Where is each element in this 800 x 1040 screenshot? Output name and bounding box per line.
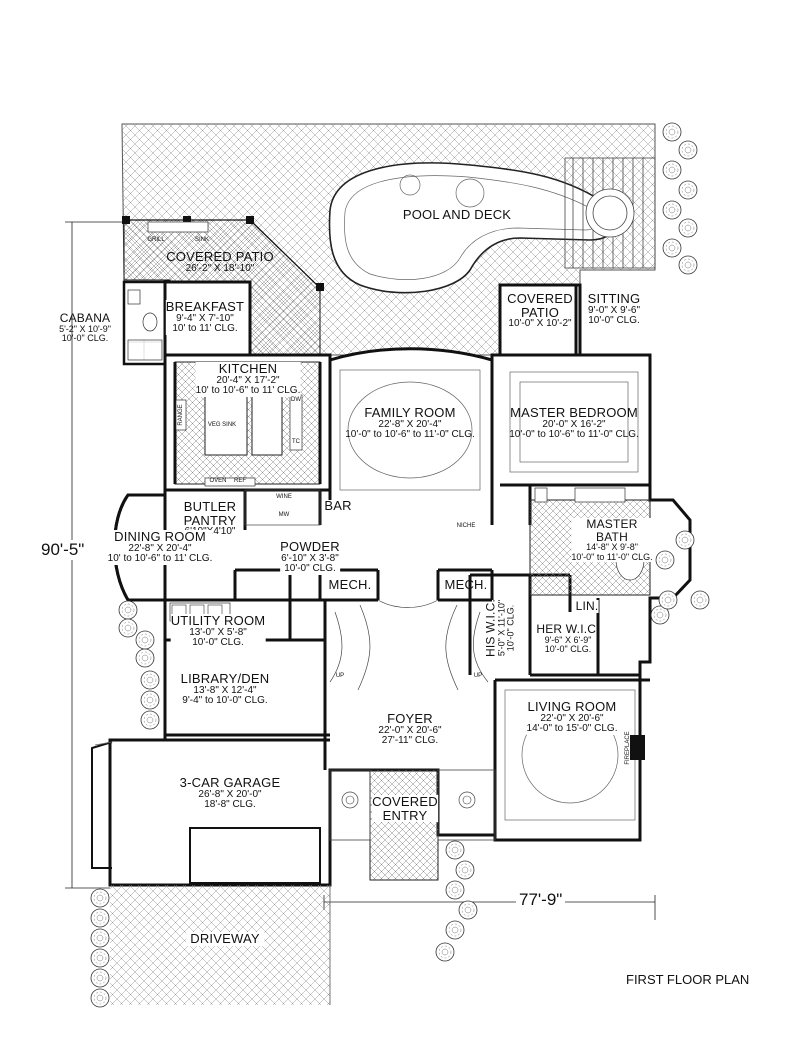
width-dimension: 77'-9"	[516, 890, 566, 910]
linen-label: LIN.	[575, 599, 599, 613]
covered-entry-label: COVERED ENTRY	[372, 794, 438, 823]
dining-room-label: DINING ROOM 22'-8" X 20'-4" 10' to 10'-6…	[107, 529, 213, 565]
covered-patio-2-label: COVERED PATIO 10'-0" X 10'-2"	[507, 291, 573, 330]
dishwasher-tag: DW	[291, 397, 301, 403]
mech-1-label: MECH.	[328, 577, 372, 592]
master-bedroom-label: MASTER BEDROOM 20'-0" X 16'-2" 10'-0" to…	[509, 405, 639, 441]
mech-2-label: MECH.	[444, 577, 488, 592]
veg-sink-tag: VEG SINK	[207, 422, 237, 428]
pergola	[564, 157, 656, 269]
trash-compactor-tag: TC	[292, 439, 300, 445]
pool-deck-label: POOL AND DECK	[402, 207, 512, 222]
depth-dimension: 90'-5"	[38, 540, 88, 560]
master-bath-label: MASTER BATH 14'-8" X 9'-8" 10'-0" to 11'…	[571, 517, 653, 563]
grill-tag: GRILL	[147, 237, 165, 243]
niche-tag: NICHE	[456, 523, 476, 529]
utility-room-label: UTILITY ROOM 13'-0" X 5'-8" 10'-0" CLG.	[170, 613, 266, 649]
ref-tag: REF	[234, 478, 246, 484]
sitting-label: SITTING 9'-0" X 9'-6" 10'-0" CLG.	[587, 291, 641, 327]
stair-up-left-tag: UP	[335, 673, 345, 679]
range-tag: RANGE	[178, 404, 184, 426]
kitchen-label: KITCHEN 20'-4" X 17'-2" 10' to 10'-6" to…	[195, 361, 301, 397]
living-room-label: LIVING ROOM 22'-0" X 20'-6" 14'-0" to 15…	[526, 699, 618, 735]
bar-label: BAR	[324, 498, 352, 513]
foyer-label: FOYER 22'-0" X 20'-6" 27'-11" CLG.	[378, 711, 442, 747]
family-room-label: FAMILY ROOM 22'-8" X 20'-4" 10'-0" to 10…	[345, 405, 475, 441]
his-wic-label: HIS W.I.C. 5'-0" X 11'-10" 10'-0" CLG.	[483, 598, 516, 658]
her-wic-label: HER W.I.C. 9'-6" X 6'-9" 10'-0" CLG.	[536, 622, 600, 655]
driveway-label: DRIVEWAY	[186, 932, 264, 946]
breakfast-label: BREAKFAST 9'-4" X 7'-10" 10' to 11' CLG.	[165, 299, 245, 335]
wine-tag: WINE	[276, 494, 292, 500]
stair-up-right-tag: UP	[473, 673, 483, 679]
fireplace-tag: FIREPLACE	[625, 731, 631, 765]
covered-patio-label: COVERED PATIO 26'-2" X 18'-10"	[166, 249, 274, 274]
cabana-label: CABANA 5'-2" X 10'-9" 10'-0" CLG.	[59, 311, 111, 344]
garage-label: 3-CAR GARAGE 26'-8" X 20'-0" 18'-8" CLG.	[179, 775, 281, 811]
oven-tag: OVEN	[209, 478, 227, 484]
sink-tag: SINK	[194, 237, 210, 243]
microwave-tag: MW	[278, 512, 290, 518]
covered-entry-floor	[369, 769, 439, 881]
library-den-label: LIBRARY/DEN 13'-8" X 12'-4" 9'-4" to 10'…	[180, 671, 270, 707]
powder-label: POWDER 6'-10" X 3'-8" 10'-0" CLG.	[280, 539, 340, 575]
pool	[328, 162, 617, 294]
plan-title: FIRST FLOOR PLAN	[626, 972, 750, 987]
